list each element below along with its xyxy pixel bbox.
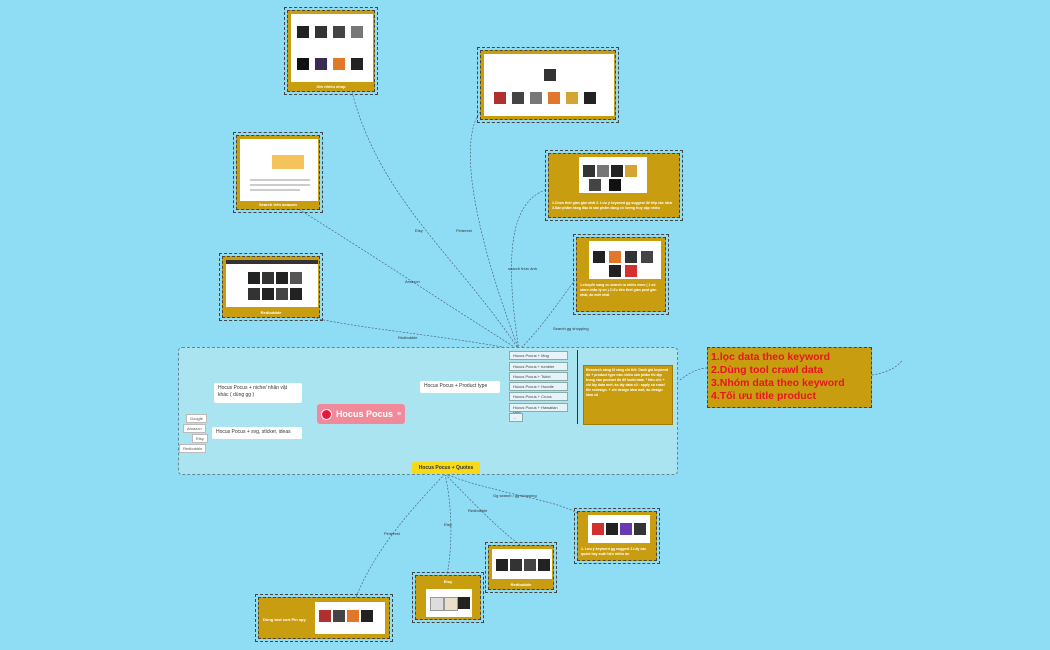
summary-item-2: 2.Dùng tool crawl data bbox=[711, 364, 824, 376]
leaf-more[interactable]: ... bbox=[509, 413, 523, 422]
leaf-hoodie[interactable]: Hocus Pocus + Hoodie bbox=[509, 382, 568, 391]
card-amazon-image bbox=[240, 139, 318, 201]
card-pinterest-bottom-label: Dùng tool sort Pin spy bbox=[263, 617, 306, 622]
topic-quotes[interactable]: Hocus Pocus + Quotes bbox=[412, 462, 480, 474]
leaf-tumbler[interactable]: Hocus Pocus + tumbler bbox=[509, 362, 568, 371]
summary-list[interactable]: 1.lọc data theo keyword 2.Dùng tool craw… bbox=[707, 347, 872, 408]
leaf-hawaiian[interactable]: Hocus Pocus + Hawaiian shirt bbox=[509, 403, 568, 415]
card-gg-search-note: 1.Chọn thời gian gần nhất 2. Lưu ý keywo… bbox=[552, 201, 672, 210]
platform-etsy[interactable]: Etsy bbox=[192, 434, 208, 443]
leaf-tshirt[interactable]: Hocus Pocus + Tshirt bbox=[509, 372, 568, 381]
summary-item-4: 4.Tối ưu title product bbox=[711, 390, 817, 402]
card-gg-shopping-note: 1.chuyển sang xu search ra nhiều mem ( 1… bbox=[580, 283, 657, 297]
edge-label-quote-etsy: Etsy bbox=[444, 522, 452, 527]
edge-label-etsy: Etsy bbox=[415, 228, 423, 233]
card-pinterest-bottom[interactable]: Dùng tool sort Pin spy bbox=[255, 594, 393, 642]
card-gg-search[interactable]: 1.Chọn thời gian gần nhất 2. Lưu ý keywo… bbox=[545, 150, 683, 221]
edge-label-gg-shopping: Search gg shopping bbox=[553, 326, 589, 331]
amazon-logo bbox=[272, 155, 304, 169]
card-gg-bottom[interactable]: 1. Lưu ý keyword gg suggest 2.Lấy các qu… bbox=[574, 508, 660, 564]
edge-label-search-gg: search thức ảnh bbox=[508, 266, 537, 271]
card-etsy-bottom[interactable]: Etsy bbox=[412, 572, 484, 623]
topic-product-type[interactable]: Hocus Pocus + Product type bbox=[420, 381, 500, 393]
card-amazon[interactable]: Search trên amazon bbox=[233, 132, 323, 213]
card-amazon-caption: Search trên amazon bbox=[258, 202, 297, 207]
platform-amazon[interactable]: Amazon bbox=[183, 424, 206, 433]
edge-label-pinterest: Pinterest bbox=[456, 228, 472, 233]
card-gg-bottom-note: 1. Lưu ý keyword gg suggest 2.Lấy các qu… bbox=[581, 547, 647, 556]
central-title: Hocus Pocus bbox=[335, 409, 393, 419]
central-topic[interactable]: Hocus Pocus ≡ bbox=[317, 404, 405, 424]
card-gg-search-image bbox=[579, 157, 647, 193]
card-gg-shopping-image bbox=[589, 241, 661, 279]
topic-niche[interactable]: Hocus Pocus + niche/ nhân vật khác ( dùn… bbox=[214, 383, 302, 403]
summary-item-1: 1.lọc data theo keyword bbox=[711, 351, 831, 363]
summary-item-3: 3.Nhóm data theo keyword bbox=[711, 377, 845, 389]
card-etsy-top-image bbox=[291, 14, 373, 82]
card-redbubble-bottom[interactable]: Redbubble bbox=[485, 542, 557, 593]
card-etsy-top-caption: Gin nhiều shop bbox=[316, 84, 346, 89]
platform-google[interactable]: Google bbox=[186, 414, 207, 423]
card-redbubble-bottom-caption: Redbubble bbox=[510, 582, 532, 587]
leaf-mug[interactable]: Hocus Pocus + Mug bbox=[509, 351, 568, 360]
edge-label-amazon: Amazon bbox=[405, 279, 420, 284]
platform-redbubble[interactable]: Redbubble bbox=[179, 444, 207, 453]
research-note: Research càng kĩ càng chi tiết: Danh giá… bbox=[583, 365, 673, 425]
card-gg-shopping[interactable]: 1.chuyển sang xu search ra nhiều mem ( 1… bbox=[573, 234, 669, 315]
card-etsy-top[interactable]: Gin nhiều shop bbox=[284, 7, 378, 95]
notes-icon: ≡ bbox=[396, 410, 402, 418]
card-pinterest-top[interactable] bbox=[477, 47, 619, 123]
edge-label-quote-gg: Gg search / gg shopping bbox=[493, 493, 537, 498]
card-redbubble-top-caption: Redbubble bbox=[260, 310, 282, 315]
edge-label-quote-redbubble: Redbubble bbox=[468, 508, 488, 513]
bracket bbox=[574, 350, 578, 424]
card-gg-bottom-image bbox=[588, 515, 650, 543]
central-marker-icon bbox=[320, 408, 332, 420]
leaf-crocs[interactable]: Hocus Pocus + Crocs bbox=[509, 392, 568, 401]
card-redbubble-bottom-image bbox=[492, 549, 552, 579]
card-pinterest-top-image bbox=[484, 54, 614, 116]
topic-svg[interactable]: Hocus Pocus + svg, sticker, ideas bbox=[212, 427, 302, 439]
edge-label-quote-pinterest: Pinterest bbox=[384, 531, 400, 536]
card-redbubble-top[interactable]: Redbubble bbox=[219, 253, 323, 321]
edge-label-redbubble: Redbubble bbox=[398, 335, 418, 340]
card-redbubble-top-image bbox=[226, 260, 318, 307]
card-pinterest-bottom-image bbox=[315, 602, 385, 634]
card-etsy-bottom-caption: Etsy bbox=[443, 579, 453, 584]
card-etsy-bottom-image bbox=[426, 589, 472, 617]
